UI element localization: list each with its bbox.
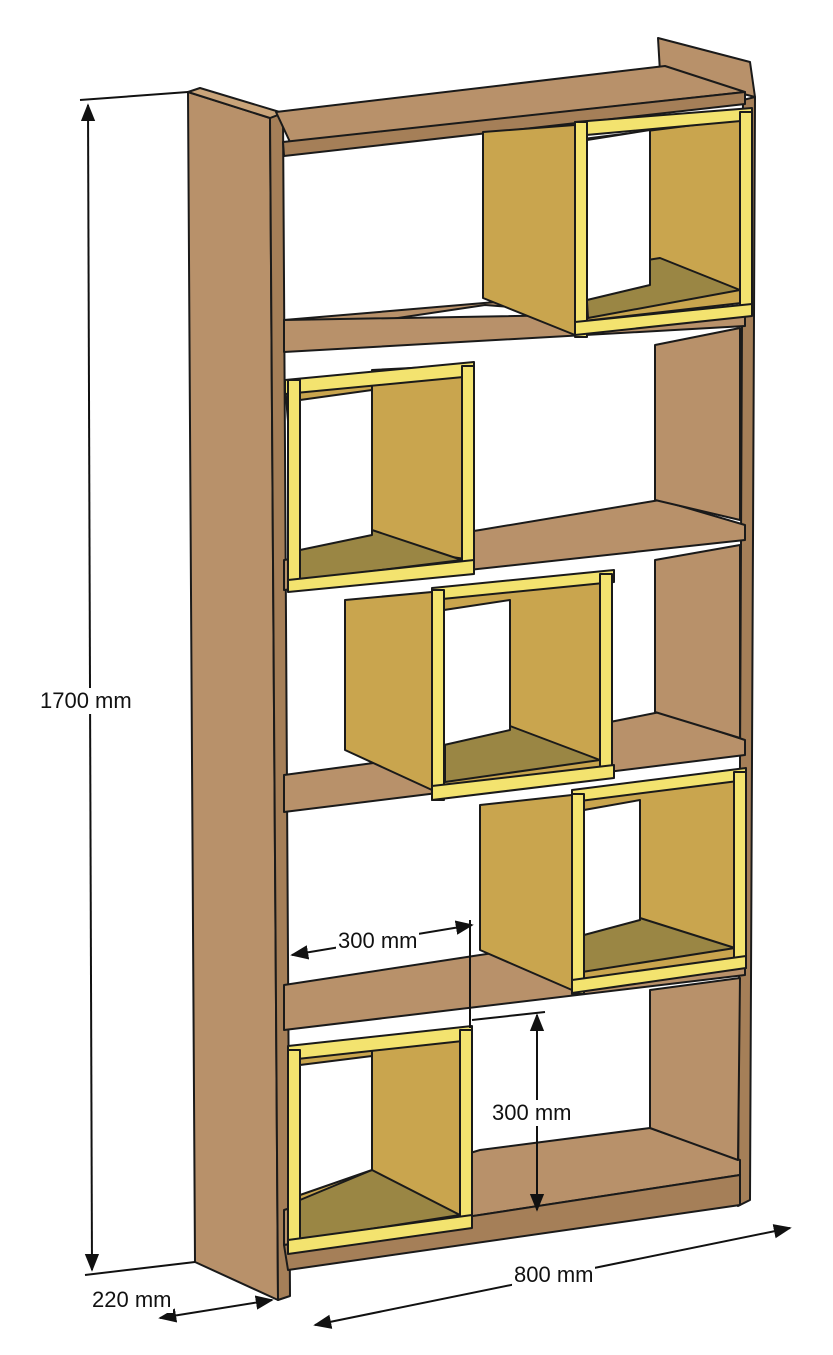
box-height-ext — [471, 1011, 546, 1021]
width-label: 800 mm — [512, 1262, 596, 1288]
cube-box-5 — [287, 1025, 473, 1255]
right-panel-top-rim — [657, 37, 756, 98]
inner-right-wall-3 — [649, 977, 741, 1161]
depth-label: 220 mm — [90, 1287, 174, 1313]
cube-box-3 — [344, 569, 615, 801]
inner-right-wall-1 — [654, 327, 741, 521]
box-width-label: 300 mm — [336, 928, 420, 954]
height-dimension-line — [80, 103, 100, 1272]
top-board-front — [282, 91, 746, 157]
inner-right-wall-2 — [654, 544, 741, 739]
cube-box-2 — [284, 361, 475, 593]
height-ext-bottom — [84, 1261, 196, 1276]
left-side-panel — [187, 91, 279, 1301]
cube-box-1 — [482, 107, 753, 338]
box-height-label: 300 mm — [490, 1100, 574, 1126]
depth-dimension-line — [158, 1295, 274, 1323]
dimension-lines — [79, 91, 792, 1329]
height-ext-top — [79, 91, 189, 101]
height-label: 1700 mm — [38, 688, 134, 714]
cube-box-4 — [479, 767, 747, 995]
